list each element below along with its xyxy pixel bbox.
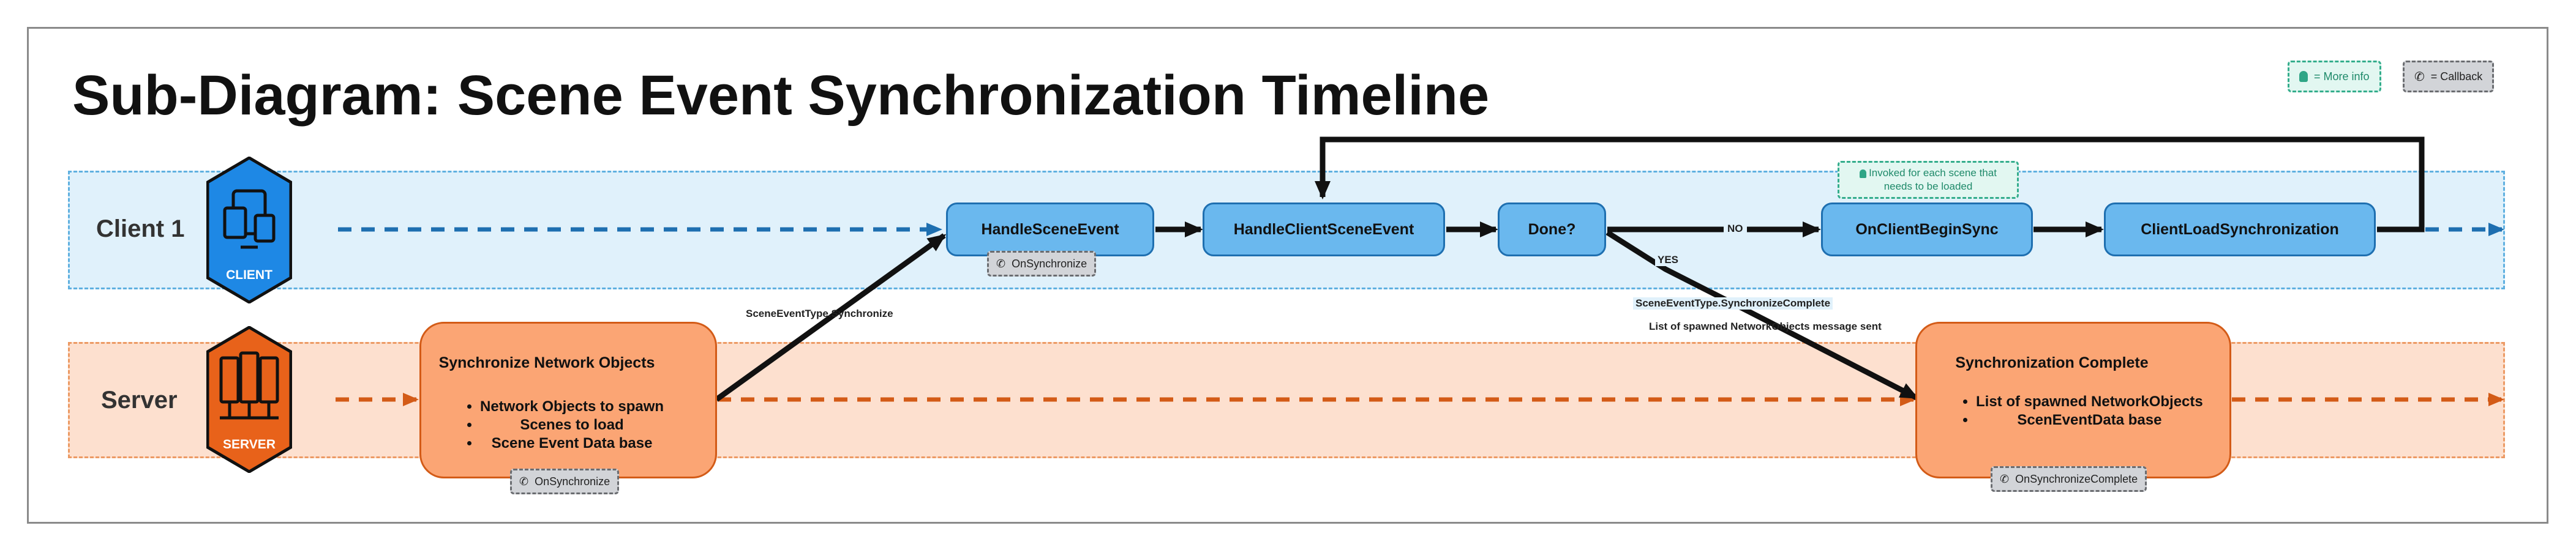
legend-callback: ✆ = Callback	[2403, 61, 2495, 92]
edge-sync-to-handle	[715, 233, 947, 402]
lightbulb-icon	[1860, 169, 1867, 178]
note-per-scene: Invoked for each scene that needs to be …	[1838, 161, 2019, 199]
sync-network-objects-list: Network Objects to spawn Scenes to load …	[464, 398, 664, 453]
callback-label: OnSynchronize	[1012, 257, 1087, 270]
list-item: Scene Event Data base	[480, 434, 664, 453]
callback-server-on-synchronize-complete: ✆ OnSynchronizeComplete	[1991, 466, 2147, 492]
list-item: List of spawned NetworkObjects	[1976, 393, 2203, 411]
callback-label: OnSynchronizeComplete	[2015, 472, 2138, 485]
list-item: Network Objects to spawn	[480, 398, 664, 416]
list-item: Scenes to load	[480, 416, 664, 434]
edge-done-yes	[1605, 230, 1919, 401]
server-lane-label: Server	[101, 387, 178, 414]
sync-complete-title: Synchronization Complete	[1955, 354, 2149, 371]
edge-load-loopback	[1315, 136, 2425, 232]
diagram-title: Sub-Diagram: Scene Event Synchronization…	[72, 64, 1490, 127]
callback-server-on-synchronize: ✆ OnSynchronize	[510, 469, 620, 494]
client-lane-label: Client 1	[96, 215, 185, 242]
client-hexagon: CLIENT	[206, 156, 293, 304]
node-client-load-sync[interactable]: ClientLoadSynchronization	[2104, 203, 2376, 256]
sync-network-objects-title: Synchronize Network Objects	[438, 354, 655, 371]
node-on-client-begin-sync[interactable]: OnClientBeginSync	[1821, 203, 2033, 256]
client-devices-icon	[206, 156, 293, 304]
node-synchronize-network-objects[interactable]: Synchronize Network Objects Network Obje…	[419, 322, 717, 478]
edge-label-synchronize: SceneEventType.Synchronize	[746, 308, 893, 319]
node-synchronization-complete[interactable]: Synchronization Complete List of spawned…	[1915, 322, 2231, 478]
node-done-decision[interactable]: Done?	[1498, 203, 1606, 256]
list-item: ScenEventData base	[1976, 411, 2203, 429]
legend-callback-label: = Callback	[2430, 70, 2483, 83]
phone-callback-icon: ✆	[519, 475, 529, 488]
legend-more-info-label: = More info	[2314, 70, 2370, 83]
legend-more-info: = More info	[2288, 61, 2381, 92]
callback-label: OnSynchronize	[535, 475, 610, 488]
phone-callback-icon: ✆	[996, 257, 1006, 270]
server-rack-icon	[206, 325, 293, 474]
client-caption: CLIENT	[226, 268, 272, 282]
sync-complete-list: List of spawned NetworkObjects ScenEvent…	[1960, 393, 2203, 429]
node-handle-client-scene-event[interactable]: HandleClientSceneEvent	[1203, 203, 1445, 256]
edge-label-yes: YES	[1655, 254, 1681, 266]
phone-callback-icon: ✆	[2414, 70, 2425, 84]
edge-label-spawned-sent: List of spawned NetworkObjects message s…	[1649, 321, 1882, 332]
lightbulb-icon	[2299, 71, 2308, 82]
callback-client-on-synchronize: ✆ OnSynchronize	[987, 251, 1097, 277]
edge-label-sync-complete-type: SceneEventType.SynchronizeComplete	[1633, 297, 1833, 310]
note-per-scene-text: Invoked for each scene that needs to be …	[1869, 167, 1997, 192]
node-handle-scene-event[interactable]: HandleSceneEvent	[946, 203, 1154, 256]
server-caption: SERVER	[223, 437, 276, 452]
server-hexagon: SERVER	[206, 325, 293, 474]
edge-label-no: NO	[1724, 223, 1747, 235]
phone-callback-icon: ✆	[2000, 472, 2010, 485]
